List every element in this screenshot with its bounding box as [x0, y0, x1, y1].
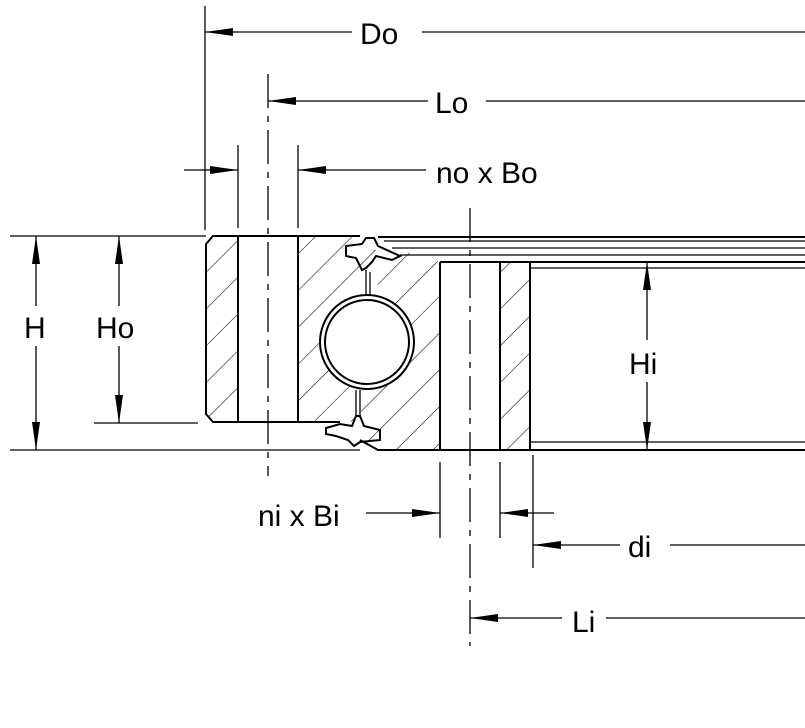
outer-ring-outline	[205, 235, 360, 423]
dimension-Li: Li	[470, 606, 805, 639]
label-Hi: Hi	[629, 348, 657, 381]
dimension-H: H	[24, 236, 46, 450]
dimension-Do: Do	[205, 18, 805, 51]
label-ni-x-Bi: ni x Bi	[258, 500, 340, 533]
label-Li: Li	[572, 606, 595, 639]
rolling-ball-inner-edge	[324, 299, 410, 385]
upper-seal	[345, 237, 403, 272]
extension-lines	[10, 6, 534, 568]
label-Lo: Lo	[435, 87, 468, 120]
dimension-no-x-Bo: no x Bo	[184, 157, 538, 190]
lower-seal	[325, 415, 381, 448]
dimension-Ho: Ho	[96, 236, 134, 423]
inner-ring-outline	[359, 262, 805, 451]
dimension-Hi: Hi	[629, 262, 657, 450]
center-lines	[267, 74, 471, 646]
label-Do: Do	[360, 18, 398, 51]
label-di: di	[628, 531, 651, 564]
dimension-di: di	[533, 531, 805, 564]
dimension-ni-x-Bi: ni x Bi	[258, 500, 554, 533]
rolling-ball	[319, 294, 415, 390]
label-H: H	[24, 312, 46, 345]
label-Ho: Ho	[96, 312, 134, 345]
label-no-x-Bo: no x Bo	[436, 157, 538, 190]
bearing-cross-section	[205, 235, 805, 451]
inner-ring-flange-lines	[378, 236, 805, 269]
dimension-Lo: Lo	[268, 87, 805, 120]
